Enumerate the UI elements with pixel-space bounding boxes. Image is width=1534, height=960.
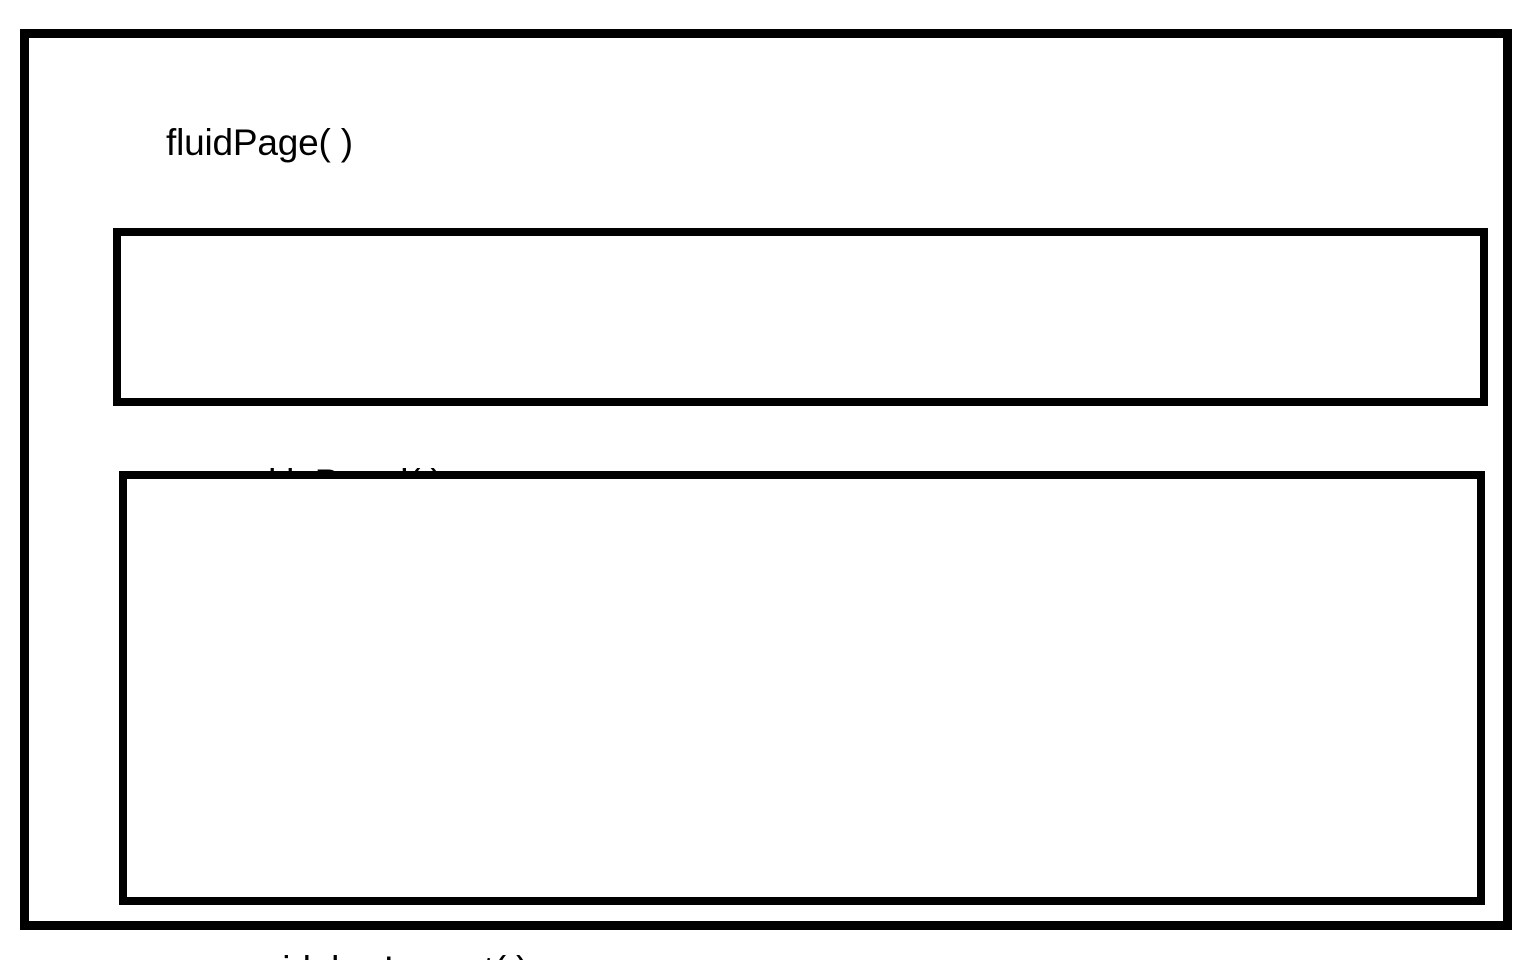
fluid-page-label: fluidPage( ) — [166, 122, 353, 163]
fluid-page-box: fluidPage( ) titlePanel( ) sidebarLayout… — [20, 29, 1512, 960]
sidebar-layout-label: sidebarLayout( ) — [264, 951, 528, 960]
sidebar-layout-box: sidebarLayout( ) sidebarPanel( ) mainPan… — [119, 471, 1485, 960]
title-panel-box: titlePanel( ) — [113, 228, 1488, 501]
